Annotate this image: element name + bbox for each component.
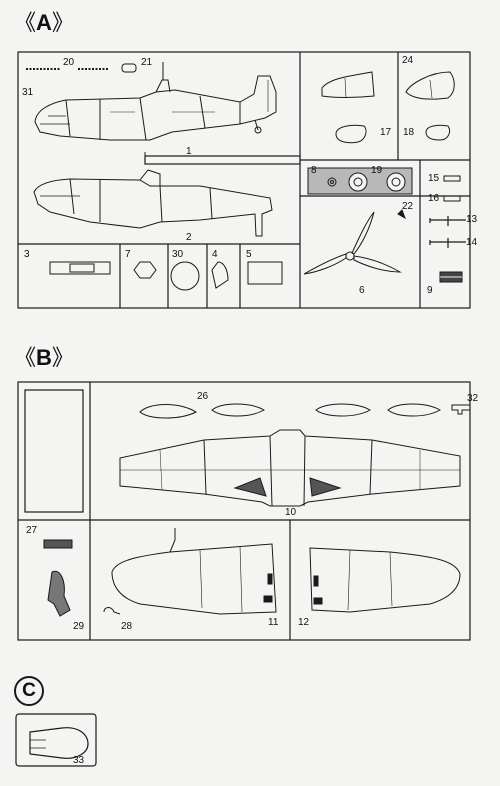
part-number: 31 [22, 87, 34, 98]
part-number: 18 [403, 127, 415, 138]
fuselage-left-half [34, 62, 277, 141]
section-a-label: A [36, 10, 52, 35]
part-number: 7 [125, 249, 131, 260]
part-number: 6 [359, 285, 365, 296]
part-number: 8 [311, 165, 317, 176]
part-number: 33 [73, 755, 85, 766]
part-number: 5 [246, 249, 252, 260]
sprue-c-frame [15, 713, 97, 767]
part-number: 19 [371, 165, 383, 176]
part-number: 14 [466, 237, 478, 248]
sprue-b-frame [17, 381, 471, 641]
bracket-open: 《 [14, 345, 37, 370]
drop-tanks [139, 403, 471, 419]
section-b-heading: 《B》 [14, 347, 74, 369]
part-number: 21 [141, 57, 153, 68]
propeller [303, 209, 406, 275]
bracket-close: 》 [51, 345, 74, 370]
horizontal-tail-pieces [321, 71, 455, 144]
part-number: 2 [186, 232, 192, 243]
bracket-open: 《 [14, 10, 37, 35]
part-28-shape [103, 607, 121, 615]
small-parts-column [429, 175, 466, 283]
wheels-tray [307, 167, 413, 195]
small-cockpit-parts [49, 261, 283, 291]
pilot-figures [43, 539, 73, 617]
section-b-label: B [36, 345, 52, 370]
part-number: 13 [466, 214, 478, 225]
section-c-heading: C [14, 676, 44, 706]
section-c-label: C [22, 680, 36, 701]
part-number: 28 [121, 621, 133, 632]
part-number: 12 [298, 617, 310, 628]
part-number: 29 [73, 621, 85, 632]
lower-wing [119, 429, 461, 507]
part-number: 15 [428, 173, 440, 184]
antenna-parts [26, 63, 137, 73]
part-number: 30 [172, 249, 184, 260]
part-number: 16 [428, 193, 440, 204]
part-number: 3 [24, 249, 30, 260]
fuselage-right-half [33, 169, 273, 237]
part-number: 24 [402, 55, 414, 66]
bracket-close: 》 [51, 10, 74, 35]
part-number: 20 [63, 57, 75, 68]
part-number: 32 [467, 393, 479, 404]
section-a-heading: 《A》 [14, 12, 74, 34]
part-number: 10 [285, 507, 297, 518]
part-number: 26 [197, 391, 209, 402]
part-number: 9 [427, 285, 433, 296]
part-number: 22 [402, 201, 414, 212]
upper-wing-left [111, 528, 277, 615]
part-number: 4 [212, 249, 218, 260]
part-number: 27 [26, 525, 38, 536]
upper-wing-right [309, 547, 461, 613]
part-number: 1 [186, 146, 192, 157]
part-number: 11 [268, 617, 279, 628]
part-number: 17 [380, 127, 392, 138]
